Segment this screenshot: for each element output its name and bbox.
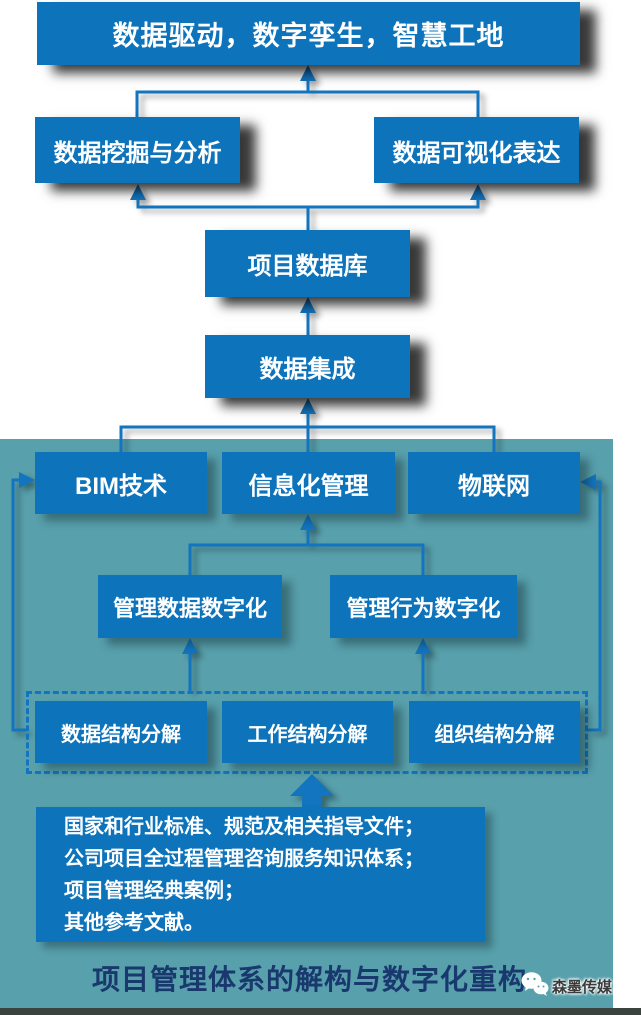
box-data-visualization: 数据可视化表达 <box>374 117 579 183</box>
arrowhead-to-database <box>300 297 316 313</box>
connector-database-to-outputs <box>136 199 480 230</box>
box-org-structure-decomposition: 组织结构分解 <box>409 701 580 763</box>
connector-outputs-to-banner <box>135 80 480 117</box>
diagram-caption: 项目管理体系的解构与数字化重构 <box>92 964 528 995</box>
box-management-data-digitization: 管理数据数字化 <box>98 575 282 638</box>
project-database-label: 项目数据库 <box>247 253 368 280</box>
arrowhead-to-bim <box>19 472 35 488</box>
org-structure-decomposition-label: 组织结构分解 <box>434 723 555 746</box>
management-behavior-digitization-label: 管理行为数字化 <box>346 595 501 621</box>
bim-technology-label: BIM技术 <box>75 472 167 500</box>
connector-digitization-to-infomgmt <box>188 529 425 575</box>
arrowhead-to-mining <box>130 184 146 200</box>
feedback-line-left <box>11 478 26 732</box>
information-management-label: 信息化管理 <box>248 472 369 500</box>
watermark-label: 森墨传媒 <box>552 979 613 996</box>
data-visualization-label: 数据可视化表达 <box>392 139 561 167</box>
arrowhead-to-mgmt-data <box>182 638 198 654</box>
source-line-1: 国家和行业标准、规范及相关指导文件； <box>64 815 424 838</box>
box-bim-technology: BIM技术 <box>35 452 207 514</box>
box-data-mining: 数据挖掘与分析 <box>35 117 240 183</box>
block-arrow-sources <box>290 774 334 807</box>
top-banner-label: 数据驱动，数字孪生，智慧工地 <box>112 21 505 51</box>
arrowhead-to-iot <box>580 474 596 490</box>
arrowhead-to-visualization <box>470 184 486 200</box>
box-data-structure-decomposition: 数据结构分解 <box>35 701 207 763</box>
source-line-3: 项目管理经典案例； <box>64 879 244 902</box>
box-internet-of-things: 物联网 <box>408 452 580 514</box>
internet-of-things-label: 物联网 <box>458 472 530 500</box>
connector-tech-to-integration <box>119 413 496 452</box>
data-mining-label: 数据挖掘与分析 <box>53 139 222 167</box>
box-top-banner: 数据驱动，数字孪生，智慧工地 <box>37 2 580 65</box>
work-structure-decomposition-label: 工作结构分解 <box>247 723 368 746</box>
data-structure-decomposition-label: 数据结构分解 <box>61 723 181 746</box>
decomposition-group-border <box>26 691 588 774</box>
box-management-behavior-digitization: 管理行为数字化 <box>330 575 517 638</box>
box-work-structure-decomposition: 工作结构分解 <box>222 701 393 763</box>
box-project-database: 项目数据库 <box>205 230 410 297</box>
data-integration-label: 数据集成 <box>259 356 356 383</box>
source-line-4: 其他参考文献。 <box>64 911 204 934</box>
box-information-management: 信息化管理 <box>222 452 395 514</box>
feedback-line-right <box>588 480 602 732</box>
wechat-icon <box>521 972 549 996</box>
arrowhead-to-infomgmt <box>300 514 316 530</box>
bottom-bar <box>0 1008 641 1015</box>
connector-decomposition-to-digitization <box>188 653 425 691</box>
box-data-integration: 数据集成 <box>205 335 410 398</box>
source-line-2: 公司项目全过程管理咨询服务知识体系； <box>64 847 424 870</box>
arrowhead-to-integration <box>300 398 316 414</box>
management-data-digitization-label: 管理数据数字化 <box>112 595 267 621</box>
box-reference-sources: 国家和行业标准、规范及相关指导文件； 公司项目全过程管理咨询服务知识体系； 项目… <box>36 807 485 942</box>
arrowhead-to-mgmt-behavior <box>415 638 431 654</box>
arrowhead-to-banner <box>300 65 316 81</box>
